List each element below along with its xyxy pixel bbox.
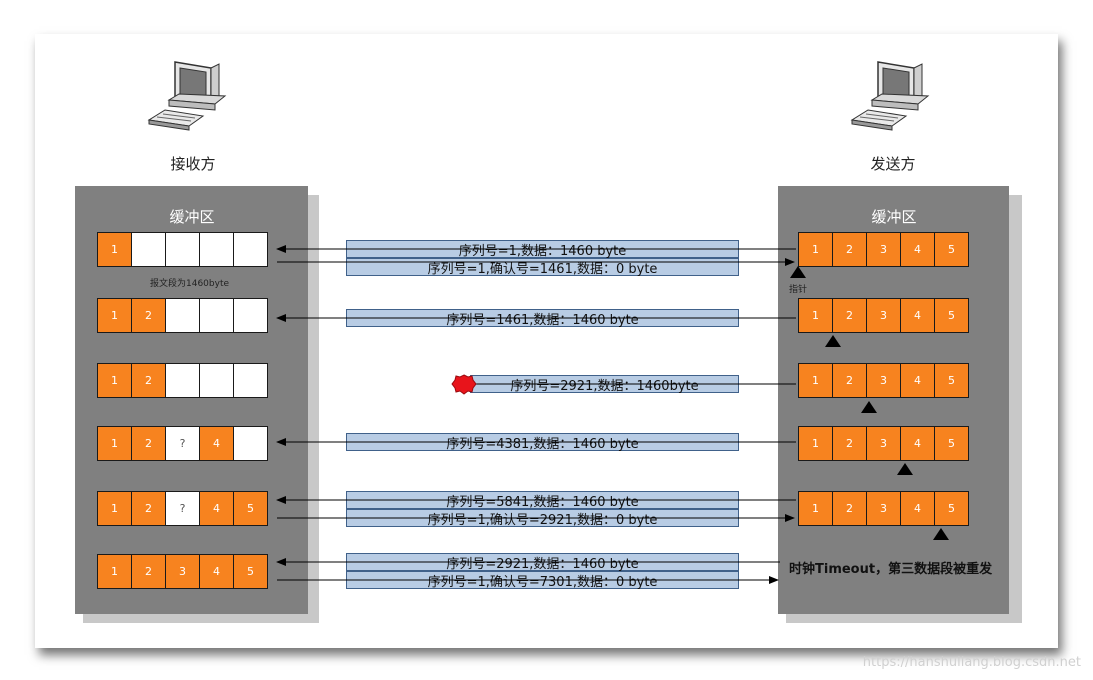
sender-label: 发送方 [870, 155, 916, 173]
sender-pointer-1 [790, 266, 806, 278]
sender-pointer-5 [933, 528, 949, 540]
timeout-text: 时钟Timeout，第三数据段被重发 [789, 562, 993, 577]
sender-cell: 1 [798, 232, 833, 267]
receiver-cell: 1 [97, 554, 132, 589]
sender-cell: 2 [832, 298, 867, 333]
receiver-cell: 1 [97, 363, 132, 398]
sender-computer-icon [850, 61, 930, 131]
receiver-cell [233, 426, 268, 461]
receiver-cell [199, 298, 234, 333]
sender-cell: 4 [900, 298, 935, 333]
pointer-label: 指针 [789, 285, 808, 295]
receiver-cell: 1 [97, 426, 132, 461]
receiver-cell [165, 363, 200, 398]
sender-cell: 5 [934, 363, 969, 398]
sender-pointer-3 [861, 401, 877, 413]
sender-cell: 2 [832, 426, 867, 461]
segment-size-note: 报文段为1460byte [150, 279, 230, 289]
sender-cell: 4 [900, 232, 935, 267]
sender-cell: 5 [934, 426, 969, 461]
receiver-cell [233, 363, 268, 398]
sender-pointer-4 [897, 463, 913, 475]
receiver-cell: 2 [131, 491, 166, 526]
receiver-buffer-title: 缓冲区 [169, 208, 215, 226]
watermark: https://hanshuliang.blog.csdn.net [862, 655, 1081, 670]
receiver-cell: 2 [131, 554, 166, 589]
receiver-cell: 5 [233, 554, 268, 589]
sender-cell: 4 [900, 491, 935, 526]
receiver-cell [199, 232, 234, 267]
receiver-label: 接收方 [170, 155, 216, 173]
receiver-row-1: 1 [97, 232, 268, 267]
sender-buffer-title: 缓冲区 [871, 208, 917, 226]
sender-cell: 4 [900, 426, 935, 461]
sender-cell: 5 [934, 232, 969, 267]
sender-pointer-2 [825, 335, 841, 347]
receiver-cell: 1 [97, 491, 132, 526]
receiver-cell [233, 298, 268, 333]
sender-cell: 3 [866, 426, 901, 461]
sender-cell: 3 [866, 232, 901, 267]
receiver-cell [233, 232, 268, 267]
sender-cell: 5 [934, 491, 969, 526]
receiver-computer-icon [147, 61, 227, 131]
sender-cell: 1 [798, 363, 833, 398]
receiver-cell: 4 [199, 426, 234, 461]
receiver-cell [131, 232, 166, 267]
receiver-cell: 1 [97, 298, 132, 333]
receiver-cell: 5 [233, 491, 268, 526]
lost-packet-icon [451, 374, 477, 395]
sender-cell: 5 [934, 298, 969, 333]
